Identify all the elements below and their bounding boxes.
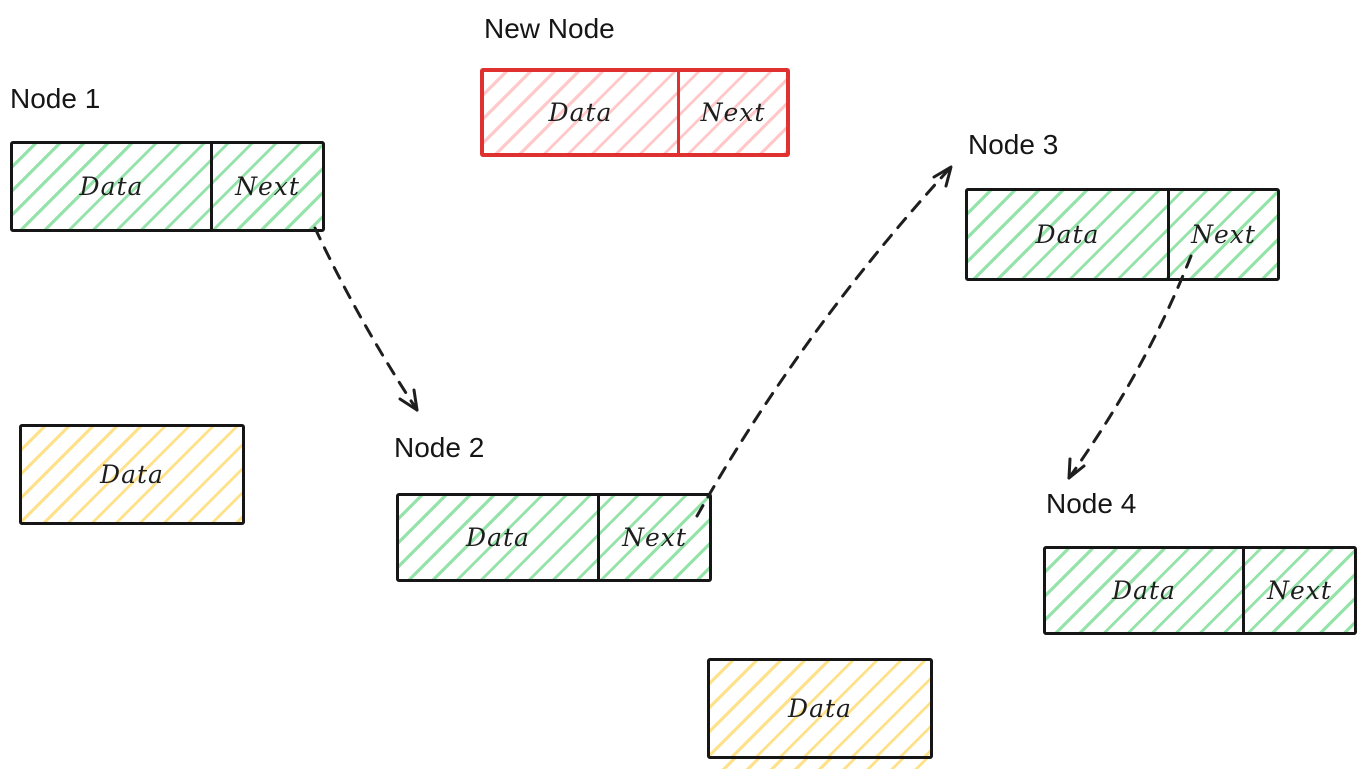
node-2-data-text: Data <box>466 523 530 552</box>
node-1-data-text: Data <box>79 172 144 201</box>
new-node-next-text: Next <box>700 98 766 127</box>
unlinked-data-bottom-text: Data <box>788 694 852 723</box>
node-3-data-text: Data <box>1035 220 1100 249</box>
node-3-data-cell: Data <box>968 191 1167 278</box>
node-2-next-cell: Next <box>597 496 709 579</box>
node-1-box: Data Next <box>10 141 325 232</box>
node-4-data-text: Data <box>1112 576 1176 605</box>
node-4-next-text: Next <box>1267 576 1332 605</box>
node-2-data-cell: Data <box>399 496 597 579</box>
node-1-label: Node 1 <box>10 83 101 114</box>
unlinked-data-left-text: Data <box>100 460 164 489</box>
node-1-next-cell: Next <box>210 144 322 229</box>
node-2-label: Node 2 <box>394 432 485 463</box>
node-4-data-cell: Data <box>1046 549 1242 632</box>
node-2-box: Data Next <box>396 493 712 582</box>
node-3-next-text: Next <box>1191 220 1256 249</box>
node-3-next-cell: Next <box>1167 191 1277 278</box>
new-node-data-text: Data <box>548 98 613 127</box>
arrow-node-2-to-node-3 <box>695 165 953 518</box>
new-node-data-cell: Data <box>484 72 677 153</box>
unlinked-data-bottom-box: Data <box>707 658 933 759</box>
new-node-label: New Node <box>484 13 615 44</box>
new-node-next-cell: Next <box>677 72 786 153</box>
node-4-box: Data Next <box>1043 546 1357 635</box>
node-2-next-text: Next <box>622 523 687 552</box>
node-1-next-text: Next <box>235 172 300 201</box>
hatch-overflow-artifact <box>712 759 930 769</box>
node-3-label: Node 3 <box>968 129 1059 160</box>
node-4-label: Node 4 <box>1046 488 1137 519</box>
unlinked-data-left-box: Data <box>19 424 245 525</box>
unlinked-data-bottom-cell: Data <box>710 661 930 756</box>
node-3-box: Data Next <box>965 188 1280 281</box>
arrow-node-1-to-node-2 <box>313 226 419 412</box>
unlinked-data-left-cell: Data <box>22 427 242 522</box>
arrow-node-3-to-node-4 <box>1067 254 1193 480</box>
node-4-next-cell: Next <box>1242 549 1354 632</box>
new-node-box: Data Next <box>480 68 790 157</box>
node-1-data-cell: Data <box>13 144 210 229</box>
